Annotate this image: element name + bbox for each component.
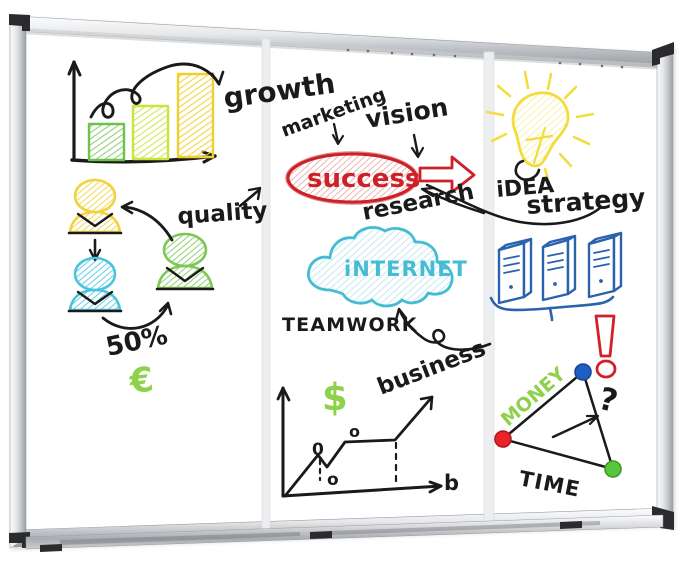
server-group xyxy=(489,231,623,322)
arrow-loop-to-cloud xyxy=(398,309,492,351)
euro-symbol: € xyxy=(127,360,156,402)
server-1 xyxy=(497,237,533,305)
arrow-vision xyxy=(412,133,420,157)
red-outline-arrow xyxy=(418,155,476,194)
label-quality: quality xyxy=(177,198,269,230)
internet-cloud xyxy=(306,226,454,308)
exclamation-mark xyxy=(594,314,617,379)
dollar-symbol: $ xyxy=(322,376,348,419)
tray-bracket-right xyxy=(560,521,582,529)
corner-top-left xyxy=(9,14,30,31)
business-line-chart xyxy=(276,386,443,498)
person-cyan xyxy=(67,256,123,313)
bar-green xyxy=(87,122,126,162)
arrow-quality xyxy=(238,188,261,208)
frame-right-rail xyxy=(656,43,674,529)
label-idea: iDEA xyxy=(495,173,555,203)
left-panel-sketches: growth xyxy=(67,60,337,402)
axis-mark-0: 0 xyxy=(312,440,324,460)
person-yellow xyxy=(67,178,123,235)
frame-left-rail xyxy=(9,16,27,549)
curve-success-to-strategy xyxy=(425,183,602,226)
bar-lime xyxy=(131,104,170,161)
corner-bottom-left xyxy=(9,532,30,548)
panel-divider-1 xyxy=(261,38,271,535)
tray-bracket-mid xyxy=(310,531,332,539)
server-2 xyxy=(541,234,577,302)
bulb-rays xyxy=(485,70,595,185)
dot-red xyxy=(494,430,512,448)
dot-blue xyxy=(574,363,592,381)
panel-divider-2 xyxy=(483,51,495,527)
bar-yellow xyxy=(176,72,215,159)
panel-dividers xyxy=(261,38,495,535)
corner-top-right xyxy=(652,42,674,66)
tray-bracket-left xyxy=(40,544,62,552)
arrow-marketing xyxy=(332,122,340,144)
server-3 xyxy=(587,231,623,299)
money-time-triangle xyxy=(494,363,622,478)
marker-tray xyxy=(25,514,664,552)
axis-mark-o1: o xyxy=(327,470,339,490)
axis-mark-o2: o xyxy=(349,422,360,441)
frame-screws xyxy=(346,48,624,69)
frame-top-inner xyxy=(20,28,665,70)
axis-label-x: b xyxy=(444,471,459,495)
person-green xyxy=(155,232,215,291)
arrow-green-to-yellow xyxy=(122,205,174,242)
growth-bar-chart xyxy=(67,60,225,164)
label-success: success xyxy=(307,164,420,194)
success-ellipse xyxy=(285,151,419,205)
dot-green xyxy=(604,460,622,478)
light-bulb xyxy=(485,70,595,185)
label-teamwork: TEAMWORK xyxy=(282,314,418,336)
arrow-cyan-to-green xyxy=(101,303,170,330)
label-internet: iNTERNET xyxy=(344,257,468,281)
